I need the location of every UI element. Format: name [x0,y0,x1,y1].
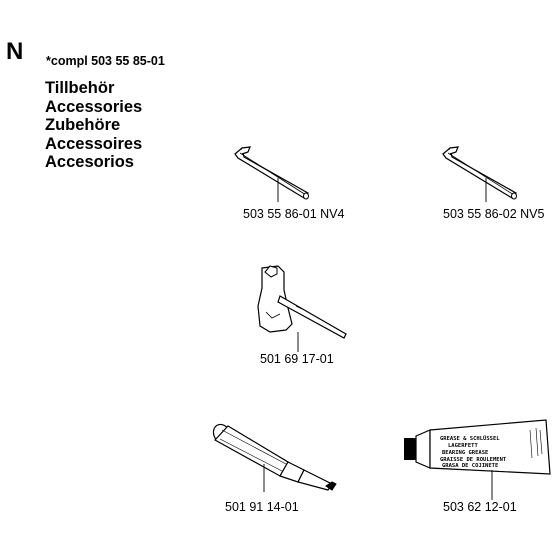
grease-tube-icon[interactable]: GREASE & SCHLÜSSEL LAGERFETT BEARING GRE… [400,410,558,500]
part-number-hex-key-nv4: 503 55 86-01 NV4 [243,207,345,221]
tube-label-line: BEARING GREASE [442,450,488,456]
title-swedish: Tillbehör [45,79,115,97]
accessories-title-block: Tillbehör Accessories Zubehöre Accessoir… [45,79,142,172]
tube-label-line: LAGERFETT [448,443,478,449]
section-letter: N [6,38,24,65]
combination-spanner-icon[interactable] [250,262,360,352]
title-german: Zubehöre [45,116,121,134]
hex-key-icon[interactable] [228,140,318,210]
tube-label-line: GRASA DE COJINETE [442,463,498,469]
tube-label-line: GREASE & SCHLÜSSEL [440,435,500,442]
part-number-grease-gun: 501 91 14-01 [225,500,299,514]
grease-gun-icon[interactable] [208,420,358,492]
part-number-combination-spanner: 501 69 17-01 [260,352,334,366]
tube-label-line: GRAISSE DE ROULEMENT [440,457,507,463]
part-number-hex-key-nv5: 503 55 86-02 NV5 [443,207,545,221]
part-number-grease-tube: 503 62 12-01 [443,500,517,514]
complete-kit-number: *compl 503 55 85-01 [46,54,165,68]
hex-key-icon[interactable] [436,140,526,210]
title-french: Accessoires [45,134,143,153]
title-english: Accessories [45,97,143,116]
title-spanish: Accesorios [45,153,134,171]
